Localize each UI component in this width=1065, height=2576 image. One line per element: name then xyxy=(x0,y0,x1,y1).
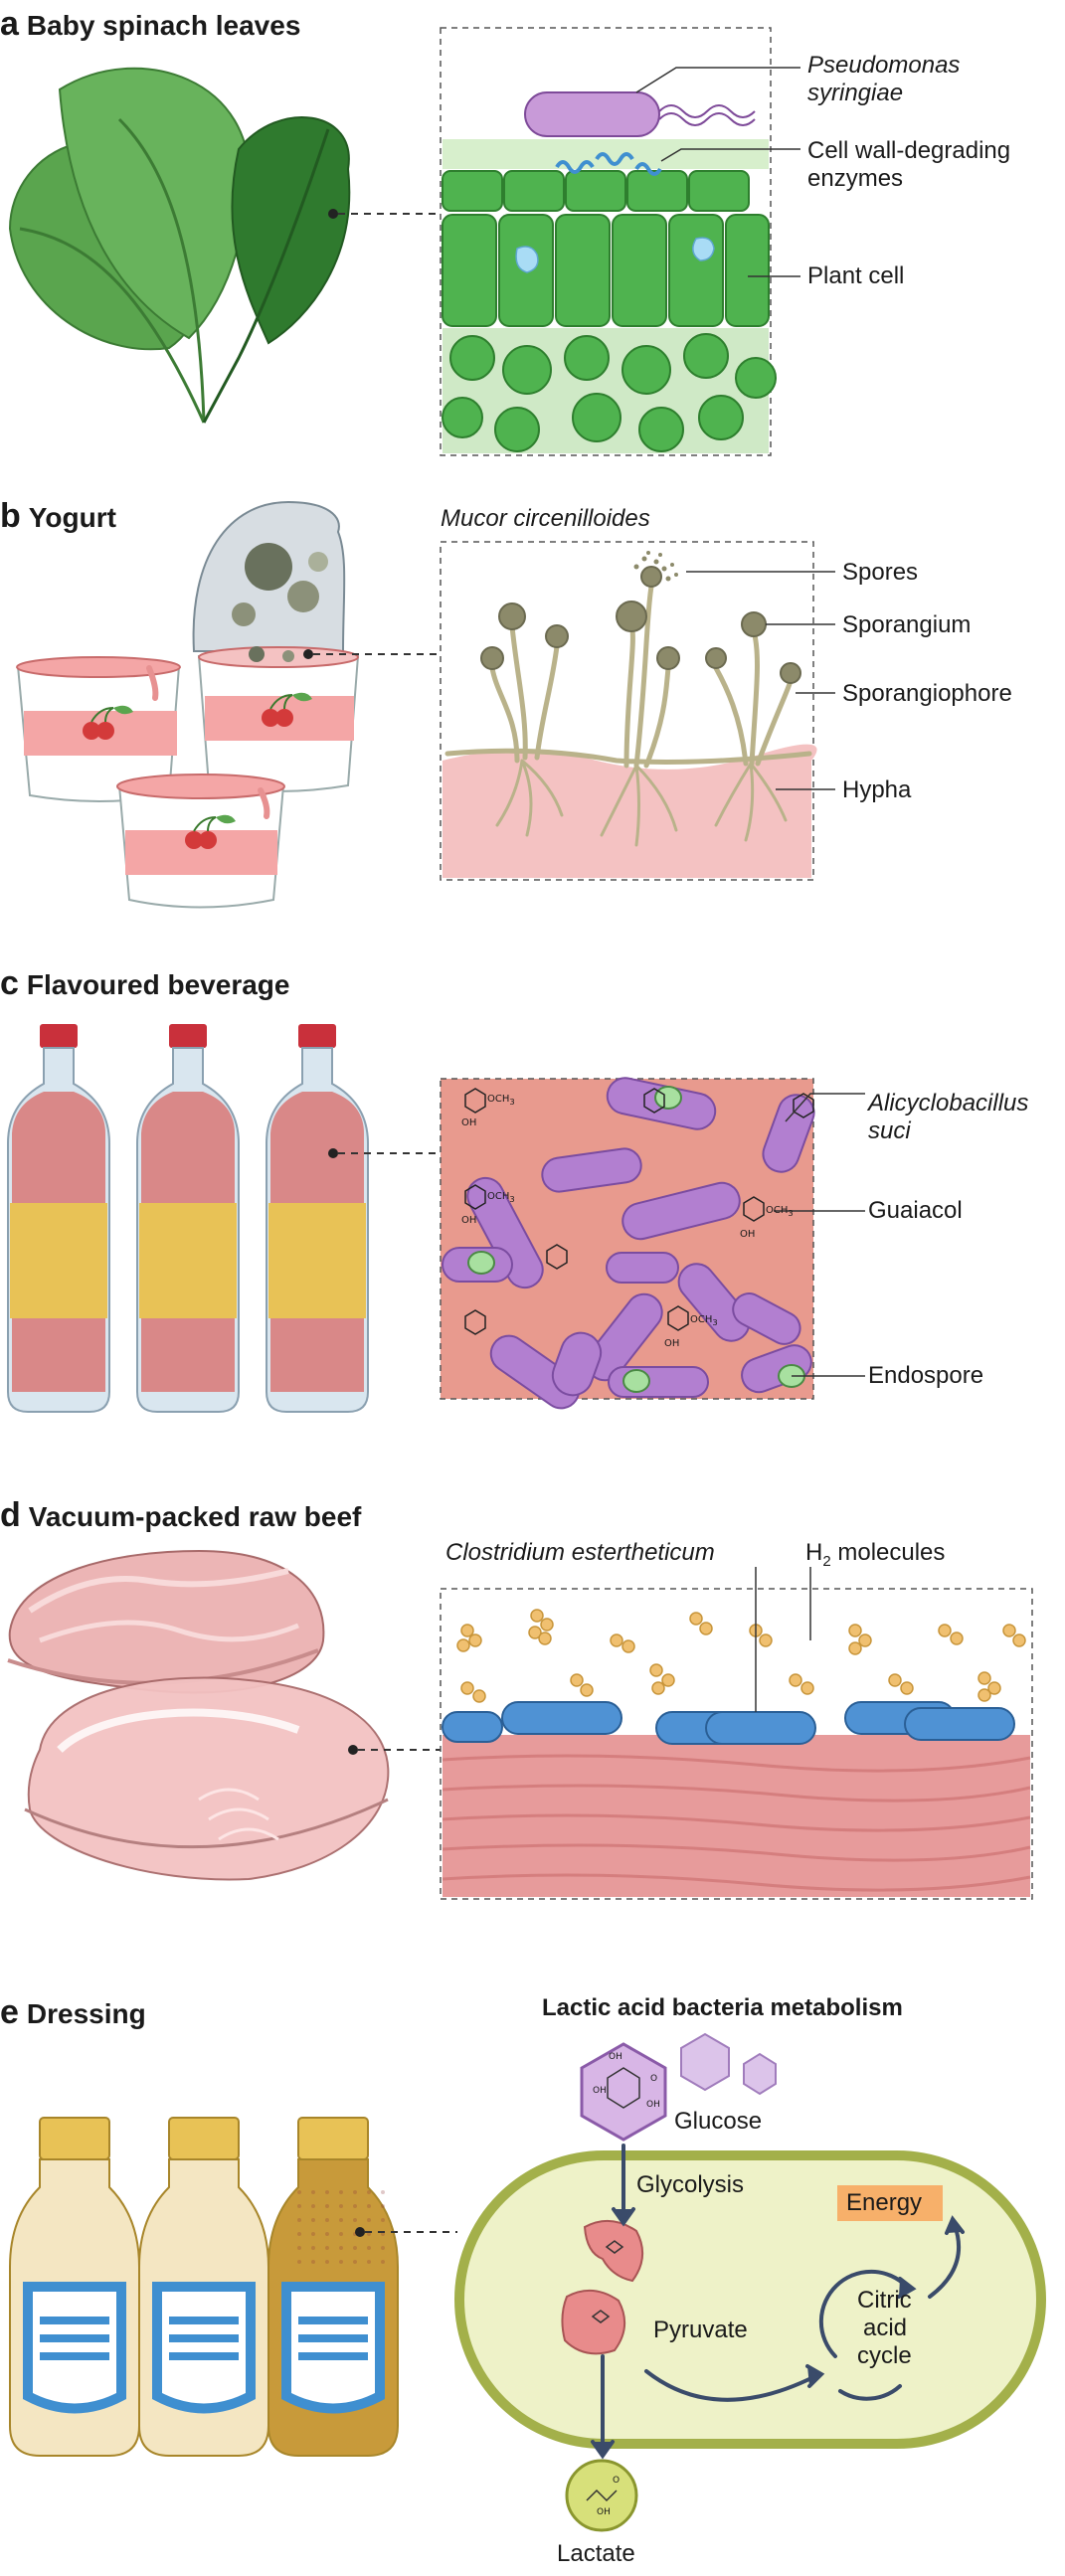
glucose-hexagons xyxy=(580,2032,777,2142)
guaiacol-oh-1: OH xyxy=(461,1117,477,1128)
h2-molecules-label: H2 molecules xyxy=(805,1539,945,1570)
lactate-molecule xyxy=(565,2459,638,2532)
mucor-label: Mucor circenilloides xyxy=(441,505,650,532)
panel-e-title-text: Dressing xyxy=(26,1998,146,2029)
beef-packages xyxy=(7,1549,441,1881)
lactate-oh: OH xyxy=(597,2507,611,2517)
glucose-oh-2: OH xyxy=(593,2086,607,2096)
metabolism-arrows xyxy=(591,2144,965,2460)
panel-c-letter: c xyxy=(0,964,19,1002)
pyruvate-label: Pyruvate xyxy=(653,2317,748,2343)
alicyclobacillus-label-line2: suci xyxy=(868,1117,911,1144)
panel-b-letter: b xyxy=(0,497,21,535)
spinach-leaves xyxy=(8,67,441,424)
h2-rest: molecules xyxy=(830,1539,946,1566)
citric-acid-cycle-line1: Citric xyxy=(857,2287,912,2314)
pseudomonas-label-line1: Pseudomonas xyxy=(807,52,961,79)
guaiacol-oh-4: OH xyxy=(664,1338,680,1349)
och3-text: OCH xyxy=(766,1205,789,1216)
panel-c-leader-lines xyxy=(774,1093,865,1377)
guaiacol-och3-1: OCH3 xyxy=(487,1094,515,1108)
och3-text: OCH xyxy=(487,1191,510,1202)
yogurt-cups xyxy=(16,500,441,909)
citric-acid-cycle-line3: cycle xyxy=(857,2342,912,2369)
panel-a-letter: a xyxy=(0,5,19,43)
och3-sub: 3 xyxy=(509,1194,515,1204)
panel-d-title-text: Vacuum-packed raw beef xyxy=(28,1501,362,1532)
mucor-inset xyxy=(440,541,817,881)
pyruvate-molecules xyxy=(561,2220,643,2355)
h2-h: H xyxy=(805,1539,823,1566)
pseudomonas-label-line2: syringiae xyxy=(807,80,904,106)
och3-sub: 3 xyxy=(712,1317,718,1327)
clostridium-label: Clostridium estertheticum xyxy=(445,1539,715,1566)
lactate-o: O xyxy=(613,2476,621,2486)
hypha-label: Hypha xyxy=(842,776,912,803)
guaiacol-och3-3: OCH3 xyxy=(766,1205,794,1219)
glucose-label: Glucose xyxy=(674,2108,763,2135)
och3-text: OCH xyxy=(487,1094,510,1105)
h2-sub: 2 xyxy=(822,1552,831,1570)
beverage-bottles xyxy=(7,1024,441,1413)
panel-d-letter: d xyxy=(0,1496,21,1534)
citric-acid-cycle-line2: acid xyxy=(863,2315,908,2341)
guaiacol-label: Guaiacol xyxy=(868,1197,963,1224)
guaiacol-oh-3: OH xyxy=(740,1229,756,1240)
spores-label: Spores xyxy=(842,559,919,586)
plant-cell-label: Plant cell xyxy=(807,262,905,289)
beverage-inset xyxy=(440,1077,815,1410)
glycolysis-label: Glycolysis xyxy=(636,2171,745,2198)
glucose-oh-3: OH xyxy=(646,2100,660,2110)
guaiacol-oh-2: OH xyxy=(461,1215,477,1226)
glucose-o: O xyxy=(650,2074,658,2084)
panel-c-title-text: Flavoured beverage xyxy=(26,969,290,1000)
energy-label: Energy xyxy=(846,2189,923,2216)
energy-box xyxy=(837,2185,943,2221)
lab-cell xyxy=(454,2150,1046,2449)
och3-text: OCH xyxy=(690,1314,713,1325)
och3-sub: 3 xyxy=(509,1097,515,1107)
sporangium-label: Sporangium xyxy=(842,611,972,638)
glucose-oh-1: OH xyxy=(609,2052,622,2062)
sporangiophore-label: Sporangiophore xyxy=(842,680,1012,707)
beef-inset xyxy=(440,1588,1033,1900)
alicyclobacillus-label-line1: Alicyclobacillus xyxy=(868,1090,1029,1116)
och3-sub: 3 xyxy=(788,1208,794,1218)
metabolism-title: Lactic acid bacteria metabolism xyxy=(542,1994,903,2021)
enzymes-label-line2: enzymes xyxy=(807,165,904,192)
lactate-label: Lactate xyxy=(557,2540,635,2567)
endospore-label: Endospore xyxy=(868,1362,984,1389)
panel-b-leader-lines xyxy=(686,571,835,790)
guaiacol-och3-2: OCH3 xyxy=(487,1191,515,1205)
enzymes-label-line1: Cell wall-degrading xyxy=(807,137,1011,164)
guaiacol-och3-4: OCH3 xyxy=(690,1314,718,1328)
panel-d-leader-lines xyxy=(755,1567,811,1712)
panel-e-letter: e xyxy=(0,1993,19,2031)
spinach-inset xyxy=(440,27,777,456)
panel-a-title-text: Baby spinach leaves xyxy=(26,10,301,41)
panel-b-title-text: Yogurt xyxy=(28,502,116,533)
dressing-bottles xyxy=(9,2117,457,2457)
panel-a-leader-lines xyxy=(635,67,800,277)
